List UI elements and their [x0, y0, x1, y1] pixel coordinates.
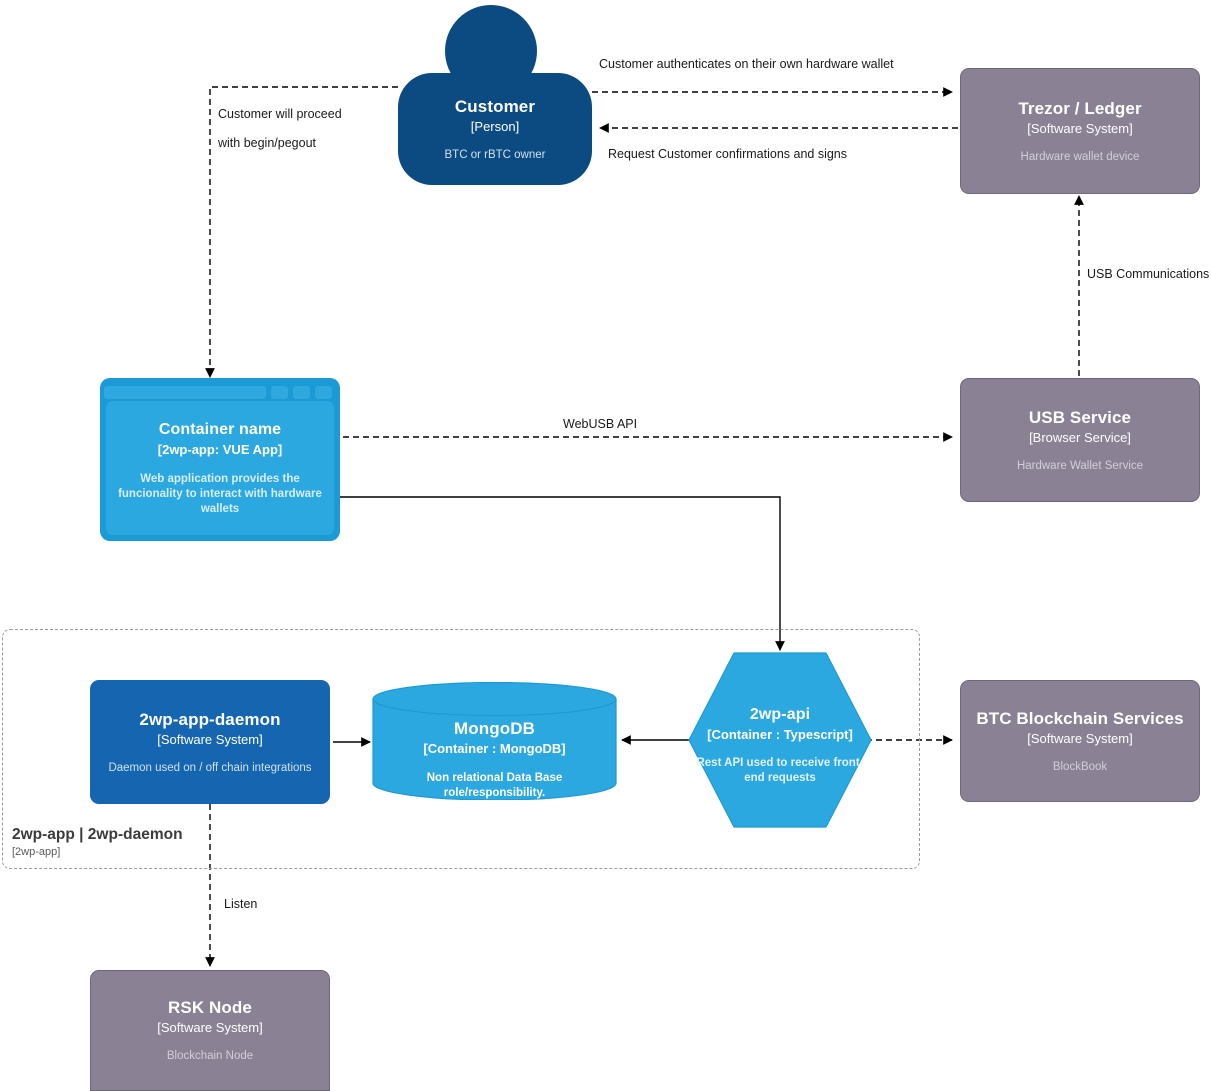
browser-minimize-icon[interactable] — [271, 386, 288, 399]
edge-label-customer-to-app-line1: Customer will proceed — [218, 107, 342, 121]
btc-services-name: BTC Blockchain Services — [976, 708, 1184, 728]
mongodb-name: MongoDB — [454, 719, 535, 738]
btc-services-description: BlockBook — [1052, 760, 1108, 773]
node-2wp-app-daemon[interactable]: 2wp-app-daemon [Software System] Daemon … — [90, 680, 330, 804]
boundary-2wp-app — [2, 629, 920, 869]
hexagon-shape — [688, 652, 872, 828]
usb-service-name: USB Service — [1028, 407, 1132, 427]
boundary-type: [2wp-app] — [12, 846, 61, 858]
container-name-description: Web application provides the funcionalit… — [118, 473, 322, 515]
edge-app-to-api — [340, 496, 785, 651]
edge-label-customer-to-trezor: Customer authenticates on their own hard… — [599, 57, 894, 71]
rsk-node-type: [Software System] — [157, 1020, 263, 1035]
node-rsk-node[interactable]: RSK Node [Software System] Blockchain No… — [90, 970, 330, 1091]
node-2wp-api[interactable]: 2wp-api [Container : Typescript] Rest AP… — [688, 652, 872, 828]
customer-body: Customer [Person] BTC or rBTC owner — [398, 73, 592, 185]
browser-maximize-icon[interactable] — [293, 386, 310, 399]
trezor-ledger-description: Hardware wallet device — [1020, 150, 1140, 163]
customer-type: [Person] — [470, 118, 520, 134]
rsk-node-name: RSK Node — [168, 998, 252, 1017]
node-usb-service[interactable]: USB Service [Browser Service] Hardware W… — [960, 378, 1200, 502]
node-trezor-ledger[interactable]: Trezor / Ledger [Software System] Hardwa… — [960, 68, 1200, 194]
node-customer[interactable]: Customer [Person] BTC or rBTC owner — [398, 5, 592, 185]
container-name-type: [2wp-app: VUE App] — [157, 442, 283, 457]
daemon-name: 2wp-app-daemon — [139, 709, 281, 729]
edge-label-trezor-to-customer: Request Customer confirmations and signs — [608, 147, 848, 161]
browser-close-icon[interactable] — [315, 386, 332, 399]
customer-description: BTC or rBTC owner — [444, 148, 546, 161]
usb-service-description: Hardware Wallet Service — [1016, 459, 1144, 472]
edge-label-daemon-to-rsk: Listen — [224, 897, 258, 911]
trezor-ledger-name: Trezor / Ledger — [1018, 98, 1142, 118]
daemon-description: Daemon used on / off chain integrations — [108, 761, 312, 774]
usb-service-type: [Browser Service] — [1029, 429, 1131, 445]
browser-content: Container name [2wp-app: VUE App] Web ap… — [106, 401, 334, 535]
node-btc-blockchain-services[interactable]: BTC Blockchain Services [Software System… — [960, 680, 1200, 802]
cylinder-shape — [372, 681, 617, 801]
browser-title-bar — [104, 384, 336, 401]
api-type: [Container : Typescript] — [707, 727, 853, 742]
mongodb-text: MongoDB [Container : MongoDB] Non relati… — [372, 718, 617, 801]
edge-label-usb-to-trezor: USB Communications — [1087, 267, 1210, 281]
node-mongodb[interactable]: MongoDB [Container : MongoDB] Non relati… — [372, 681, 617, 801]
mongodb-description: Non relational Data Base role/responsibi… — [426, 772, 563, 799]
rsk-node-description: Blockchain Node — [166, 1050, 254, 1062]
api-text: 2wp-api [Container : Typescript] Rest AP… — [688, 704, 872, 786]
edge-label-app-to-usb: WebUSB API — [563, 417, 638, 431]
api-description: Rest API used to receive front-end reque… — [696, 757, 864, 784]
daemon-type: [Software System] — [157, 731, 263, 747]
mongodb-type: [Container : MongoDB] — [423, 741, 566, 756]
btc-services-type: [Software System] — [1027, 730, 1133, 746]
trezor-ledger-type: [Software System] — [1027, 120, 1133, 136]
browser-url-bar[interactable] — [104, 386, 266, 399]
edge-label-customer-to-app-line2: with begin/pegout — [218, 136, 316, 150]
customer-name: Customer — [454, 96, 536, 116]
boundary-name: 2wp-app | 2wp-daemon — [12, 826, 183, 843]
boundary-label: 2wp-app | 2wp-daemon [2wp-app] — [12, 825, 332, 860]
api-name: 2wp-api — [749, 706, 811, 723]
node-container-name[interactable]: Container name [2wp-app: VUE App] Web ap… — [100, 378, 340, 541]
edge-customer-to-app — [205, 86, 398, 378]
container-name-name: Container name — [158, 421, 282, 438]
